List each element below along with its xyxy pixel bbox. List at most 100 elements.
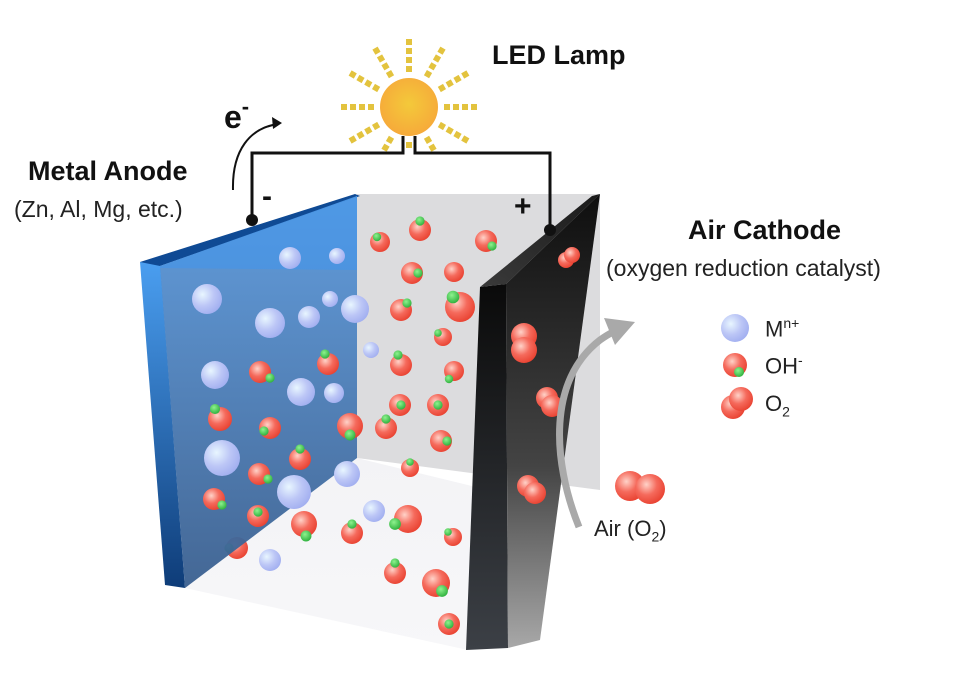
legend-metal-ion-label: Mn+ bbox=[765, 315, 799, 342]
lamp-ray-segment bbox=[372, 47, 380, 55]
hydroxide-ion bbox=[475, 230, 497, 252]
lamp-ray-segment bbox=[406, 66, 412, 72]
metal-ion bbox=[341, 295, 369, 323]
hydroxide-ion bbox=[444, 528, 462, 546]
lamp-ray-segment bbox=[446, 79, 454, 87]
air-label-suffix: ) bbox=[659, 516, 666, 541]
lamp-label: LED Lamp bbox=[492, 40, 626, 71]
lamp-ray-segment bbox=[359, 104, 365, 110]
lamp-ray-segment bbox=[444, 104, 450, 110]
lamp-ray-segment bbox=[462, 104, 468, 110]
lamp-ray-segment bbox=[372, 84, 380, 92]
lamp-ray-segment bbox=[356, 131, 364, 139]
legend-hydroxide-label: OH- bbox=[765, 352, 803, 379]
lamp-ray-segment bbox=[350, 104, 356, 110]
lamp-ray-segment bbox=[406, 57, 412, 63]
electron-symbol: e bbox=[224, 99, 242, 135]
lamp-ray-segment bbox=[372, 122, 380, 130]
hydroxide-ion bbox=[247, 505, 269, 527]
lamp-ray-segment bbox=[424, 136, 432, 144]
lamp-ray-segment bbox=[386, 70, 394, 78]
hydroxide-ion bbox=[259, 417, 281, 439]
electron-arrowhead bbox=[272, 117, 282, 129]
cathode-title: Air Cathode bbox=[688, 215, 841, 246]
lamp-ray-segment bbox=[437, 47, 445, 55]
cathode-terminal-sign: + bbox=[514, 190, 532, 224]
air-oxygen-molecule bbox=[615, 471, 665, 504]
metal-ion bbox=[204, 440, 240, 476]
lamp-ray-segment bbox=[461, 70, 469, 78]
metal-ion bbox=[324, 383, 344, 403]
cathode-subtitle: (oxygen reduction catalyst) bbox=[606, 255, 881, 282]
hydroxide-ion bbox=[422, 569, 450, 597]
lamp-ray-segment bbox=[349, 135, 357, 143]
cathode-terminal-dot bbox=[544, 224, 556, 236]
metal-ion bbox=[298, 306, 320, 328]
lamp-ray-segment bbox=[341, 104, 347, 110]
hydroxide-ion bbox=[370, 232, 390, 252]
metal-ion bbox=[287, 378, 315, 406]
lamp-ray-segment bbox=[438, 122, 446, 130]
metal-ion bbox=[322, 291, 338, 307]
lamp-ray-segment bbox=[406, 142, 412, 148]
lamp-ray-segment bbox=[377, 54, 385, 62]
anode-subtitle: (Zn, Al, Mg, etc.) bbox=[14, 196, 183, 223]
metal-ion bbox=[279, 247, 301, 269]
legend-hydroxide-icon bbox=[723, 353, 747, 377]
led-lamp-icon bbox=[380, 78, 438, 136]
lamp-ray-segment bbox=[406, 48, 412, 54]
lamp-ray-segment bbox=[406, 39, 412, 45]
metal-ion bbox=[277, 475, 311, 509]
lamp-ray-segment bbox=[381, 144, 389, 152]
metal-ion bbox=[201, 361, 229, 389]
hydroxide-ion bbox=[434, 328, 452, 346]
lamp-ray-segment bbox=[424, 70, 432, 78]
metal-ion bbox=[259, 549, 281, 571]
metal-ion bbox=[192, 284, 222, 314]
lamp-ray-segment bbox=[368, 104, 374, 110]
lamp-ray-segment bbox=[349, 70, 357, 78]
lamp-ray-segment bbox=[386, 136, 394, 144]
legend-hydroxide-base: OH bbox=[765, 353, 798, 378]
metal-ion bbox=[363, 342, 379, 358]
hydroxide-ion bbox=[438, 613, 460, 635]
electron-label: e- bbox=[224, 94, 249, 136]
hydroxide-ion bbox=[389, 394, 411, 416]
hydroxide-ion bbox=[430, 430, 452, 452]
anode-title: Metal Anode bbox=[28, 156, 188, 187]
hydroxide-ion bbox=[401, 262, 423, 284]
anode-terminal-dot bbox=[246, 214, 258, 226]
legend-oxygen-sub: 2 bbox=[782, 403, 790, 419]
lamp-ray-segment bbox=[453, 104, 459, 110]
air-label-prefix: Air (O bbox=[594, 516, 651, 541]
lamp-ray-segment bbox=[471, 104, 477, 110]
lamp-ray-segment bbox=[428, 62, 436, 70]
metal-ion bbox=[363, 500, 385, 522]
lamp-ray-segment bbox=[461, 135, 469, 143]
legend-metal-ion-icon bbox=[721, 314, 749, 342]
lamp-ray-segment bbox=[381, 62, 389, 70]
legend-icons bbox=[721, 314, 753, 419]
anode-face-highlight bbox=[160, 196, 357, 270]
metal-ion bbox=[329, 248, 345, 264]
legend-hydroxide-sup: - bbox=[798, 352, 803, 368]
hydroxide-ion bbox=[427, 394, 449, 416]
anode-terminal-sign: - bbox=[262, 180, 272, 214]
lamp-ray-segment bbox=[438, 84, 446, 92]
legend-metal-ion-base: M bbox=[765, 316, 783, 341]
lamp-ray-segment bbox=[446, 126, 454, 134]
lamp-ray-segment bbox=[364, 126, 372, 134]
oxygen-molecule bbox=[511, 323, 537, 363]
metal-ion bbox=[255, 308, 285, 338]
lamp-ray-segment bbox=[453, 131, 461, 139]
legend-metal-ion-sup: n+ bbox=[783, 315, 799, 331]
legend-oxygen-base: O bbox=[765, 391, 782, 416]
electron-charge: - bbox=[242, 94, 249, 119]
lamp-ray-segment bbox=[356, 75, 364, 83]
legend-oxygen-icon bbox=[721, 387, 753, 419]
lamp-ray-segment bbox=[428, 144, 436, 152]
lamp-ray-segment bbox=[364, 79, 372, 87]
air-label: Air (O2) bbox=[594, 516, 667, 544]
